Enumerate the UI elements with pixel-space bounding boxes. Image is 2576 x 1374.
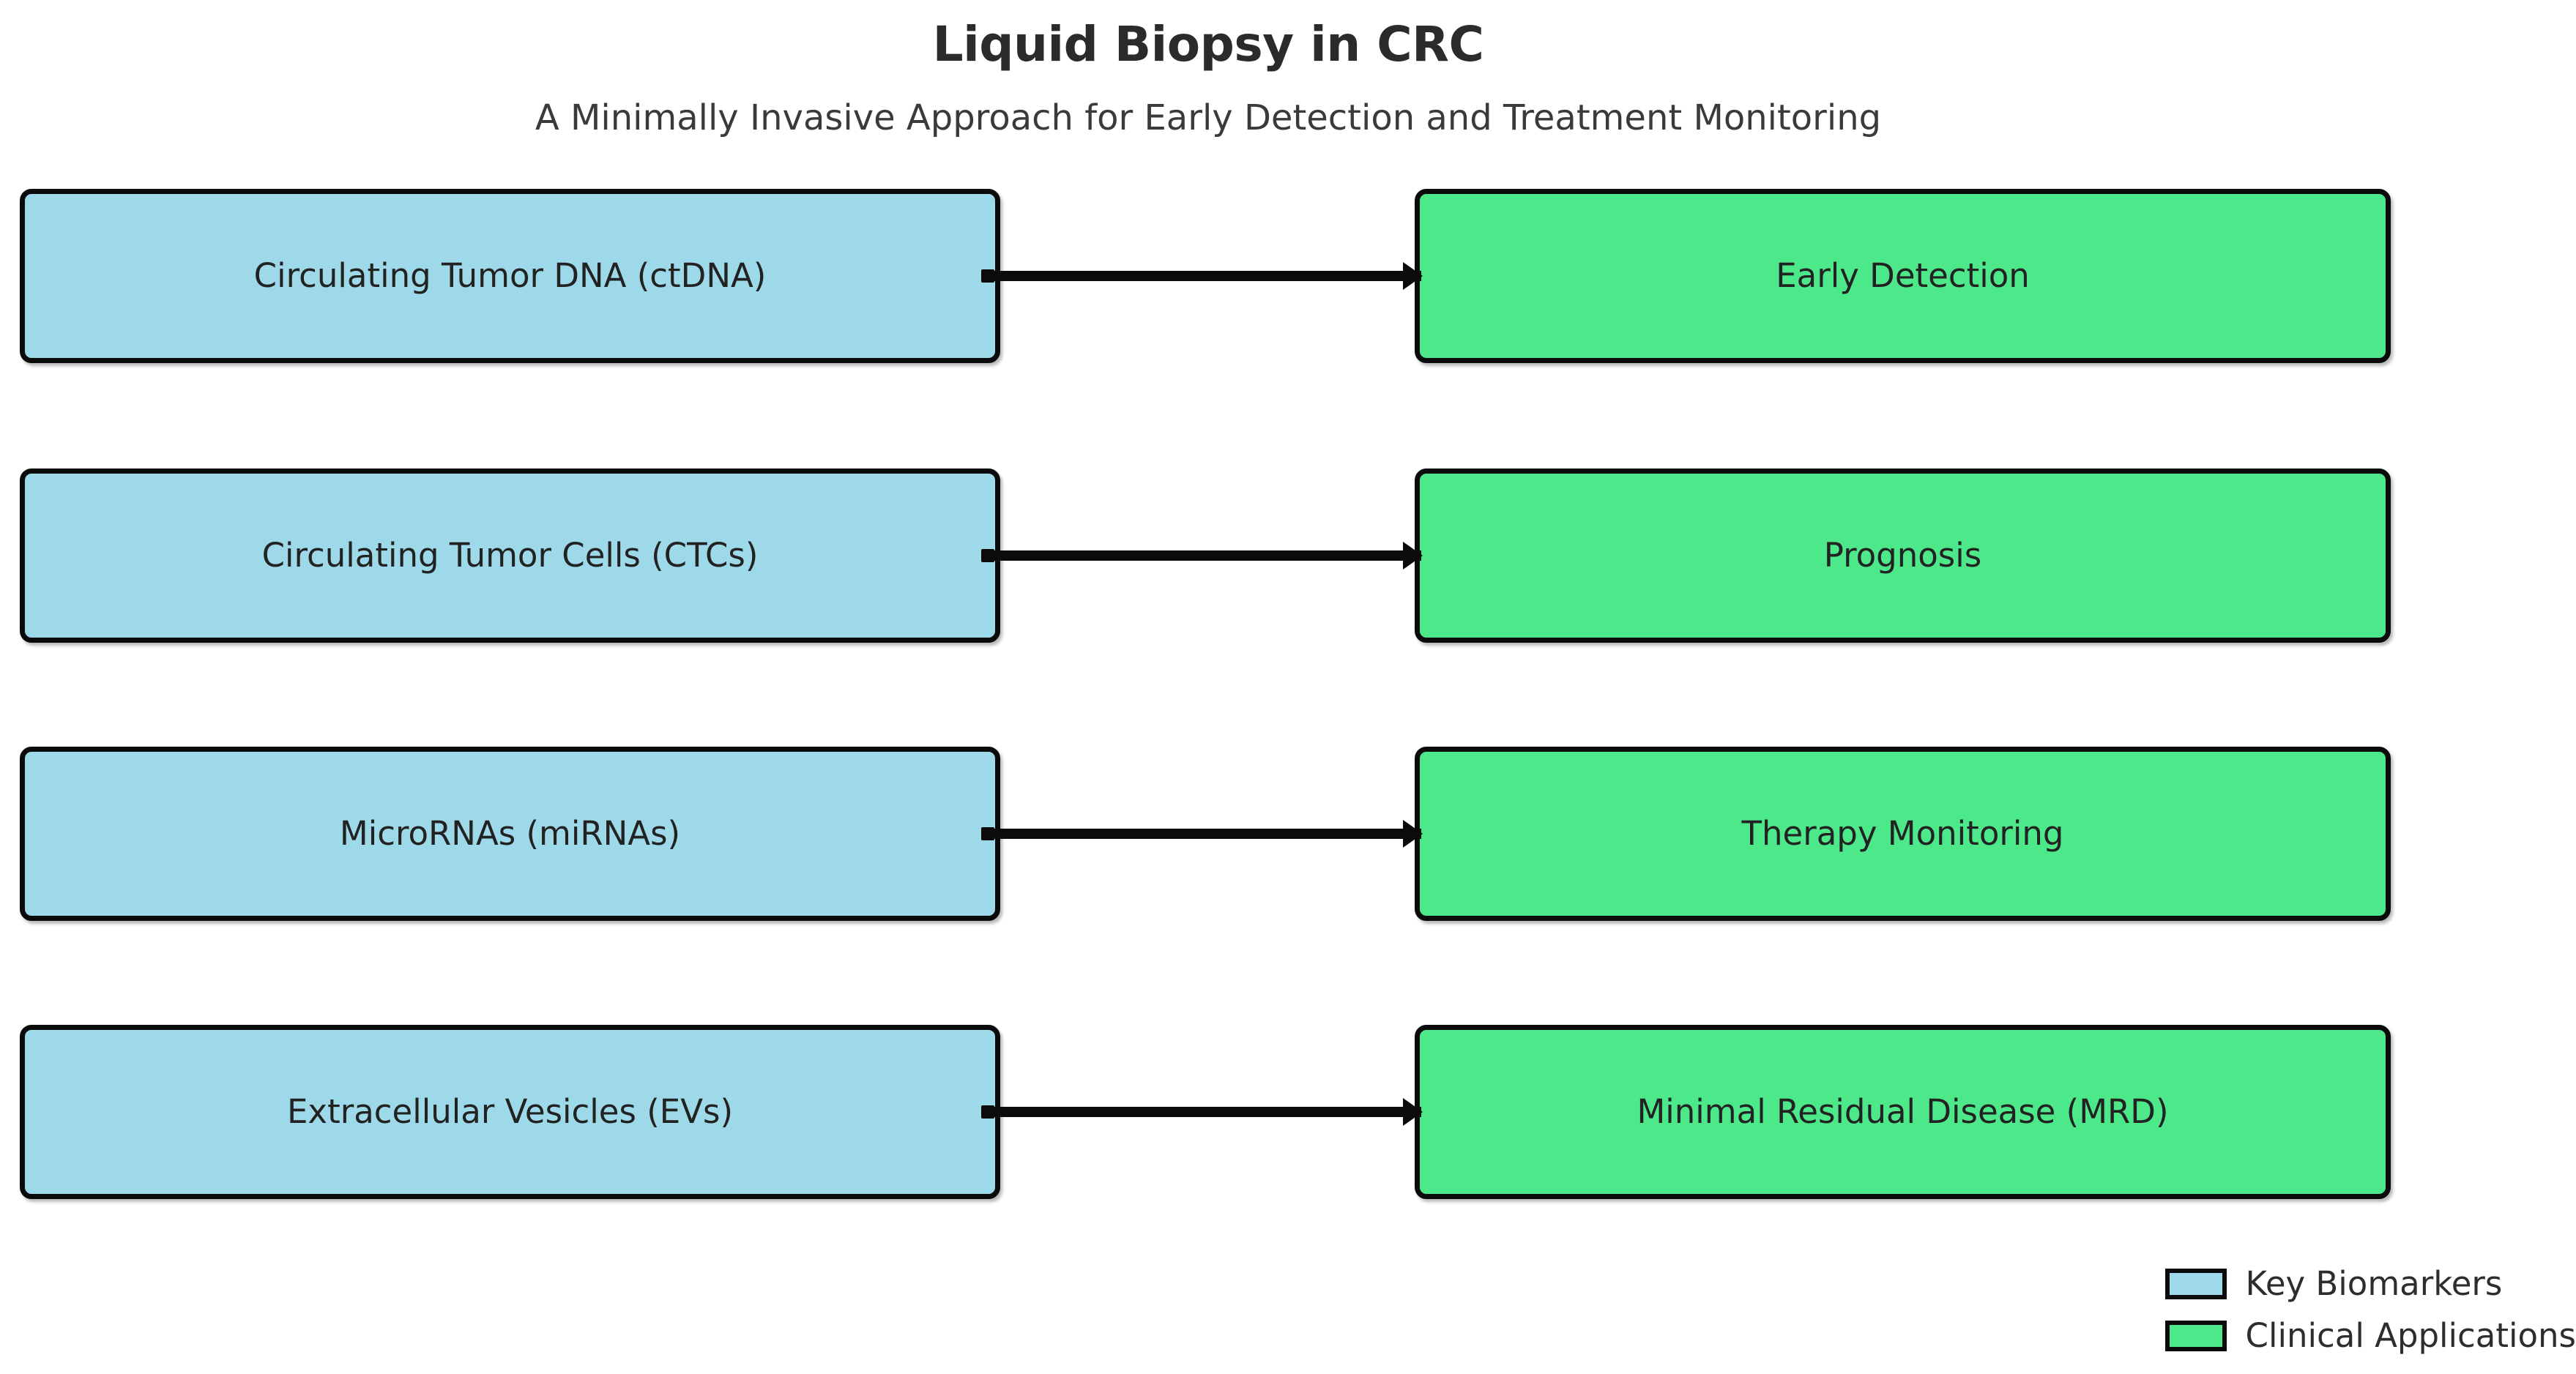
node-label: Therapy Monitoring (1741, 814, 2064, 854)
arrow-head-icon (1403, 1098, 1423, 1126)
node-application-therapy-monitoring[interactable]: Therapy Monitoring (1415, 747, 2391, 921)
node-application-early-detection[interactable]: Early Detection (1415, 189, 2391, 363)
node-label: Circulating Tumor Cells (CTCs) (261, 536, 759, 575)
page-title: Liquid Biopsy in CRC (932, 16, 1484, 72)
node-label: Extracellular Vesicles (EVs) (287, 1092, 733, 1132)
node-application-mrd[interactable]: Minimal Residual Disease (MRD) (1415, 1025, 2391, 1199)
legend-label: Clinical Applications (2245, 1316, 2576, 1355)
page-subtitle: A Minimally Invasive Approach for Early … (535, 97, 1882, 138)
node-label: Minimal Residual Disease (MRD) (1637, 1092, 2169, 1132)
edge-ev-to-mrd (981, 1098, 1423, 1126)
node-label: MicroRNAs (miRNAs) (339, 814, 681, 854)
arrow-head-icon (1403, 820, 1423, 848)
node-label: Early Detection (1776, 256, 2030, 296)
edge-line (988, 829, 1421, 839)
legend-label: Key Biomarkers (2245, 1264, 2503, 1303)
edge-ctdna-to-early-detection (981, 262, 1423, 290)
edge-mirna-to-therapy-monitoring (981, 820, 1423, 848)
edge-line (988, 1107, 1421, 1117)
legend-swatch-icon (2164, 1320, 2227, 1351)
edge-ctc-to-prognosis (981, 542, 1423, 570)
arrow-head-icon (1403, 262, 1423, 290)
arrow-head-icon (1403, 542, 1423, 570)
node-biomarker-ev[interactable]: Extracellular Vesicles (EVs) (20, 1025, 1000, 1199)
legend-item-key-biomarkers: Key Biomarkers (2164, 1264, 2503, 1303)
node-biomarker-ctdna[interactable]: Circulating Tumor DNA (ctDNA) (20, 189, 1000, 363)
legend: Key Biomarkers Clinical Applications (2164, 1264, 2576, 1355)
node-biomarker-ctc[interactable]: Circulating Tumor Cells (CTCs) (20, 468, 1000, 643)
legend-swatch-icon (2164, 1268, 2227, 1299)
legend-item-clinical-applications: Clinical Applications (2164, 1316, 2576, 1355)
node-label: Circulating Tumor DNA (ctDNA) (253, 256, 767, 296)
node-application-prognosis[interactable]: Prognosis (1415, 468, 2391, 643)
node-label: Prognosis (1823, 536, 1982, 575)
edge-line (988, 550, 1421, 561)
edge-line (988, 271, 1421, 281)
node-biomarker-mirna[interactable]: MicroRNAs (miRNAs) (20, 747, 1000, 921)
